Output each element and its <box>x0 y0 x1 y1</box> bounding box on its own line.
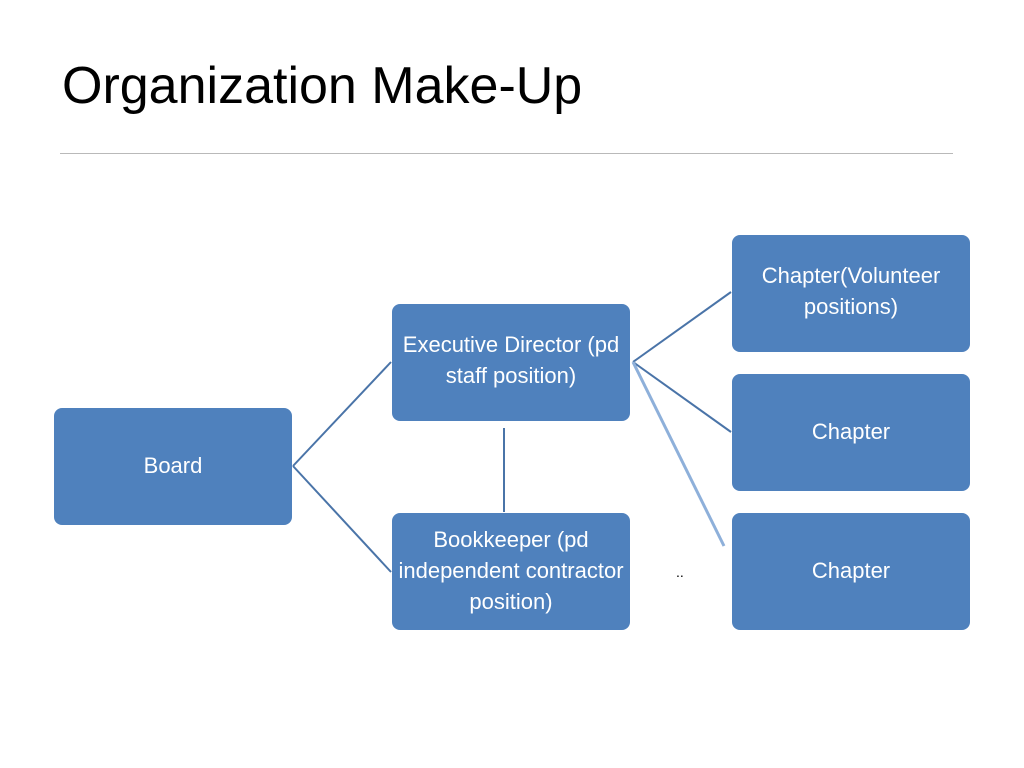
title-divider <box>60 153 953 154</box>
node-bookkeeper: Bookkeeper (pd independent contractor po… <box>392 513 630 630</box>
connector-executive-chapter-volunteer <box>632 291 732 363</box>
node-chapter-2: Chapter <box>732 374 970 491</box>
node-chapter-3: Chapter <box>732 513 970 630</box>
node-executive-director-label: Executive Director (pd staff position) <box>402 332 620 388</box>
node-board: Board <box>54 408 292 525</box>
connector-board-executive <box>292 361 392 467</box>
node-chapter-2-label: Chapter <box>811 419 891 445</box>
connector-board-bookkeeper <box>292 465 392 573</box>
node-chapter-volunteer: Chapter(Volunteer positions) <box>732 235 970 352</box>
node-executive-director: Executive Director (pd staff position) <box>392 304 630 421</box>
connector-executive-chapter-3 <box>631 361 726 547</box>
annotation-dots: .. <box>676 564 684 580</box>
node-chapter-volunteer-label: Chapter(Volunteer positions) <box>761 263 941 319</box>
connector-executive-chapter-2 <box>632 361 732 433</box>
slide-title: Organization Make-Up <box>62 57 583 115</box>
node-chapter-3-label: Chapter <box>811 558 891 584</box>
node-board-label: Board <box>143 453 203 479</box>
node-bookkeeper-label: Bookkeeper (pd independent contractor po… <box>398 527 624 614</box>
